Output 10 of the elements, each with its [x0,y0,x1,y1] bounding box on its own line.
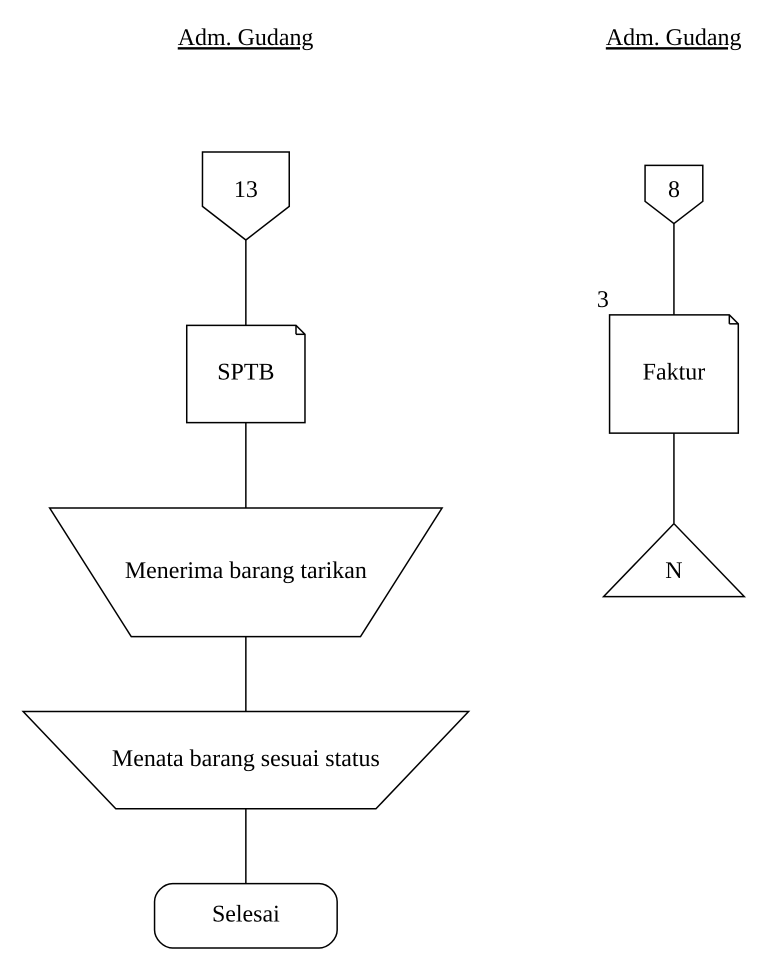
label: Adm. Gudang [178,25,314,52]
connector [245,422,247,508]
connector [673,434,675,524]
connector [245,809,247,884]
connector [245,636,247,711]
label: Adm. Gudang [606,25,742,52]
connector [673,224,675,314]
node-label: 3 [596,287,609,314]
node-box: Selesai [154,882,338,949]
connector [245,240,247,325]
